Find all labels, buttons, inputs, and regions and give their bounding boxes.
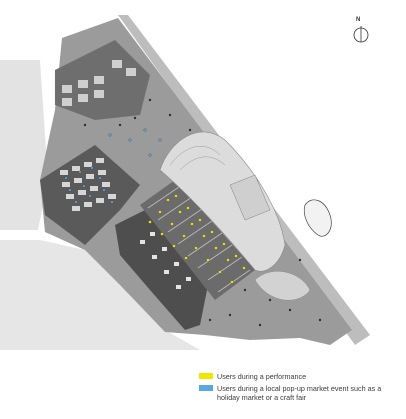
performance-users	[148, 194, 246, 284]
market-stalls	[60, 158, 116, 211]
skylights	[62, 60, 136, 106]
legend-item-market: Users during a local pop-up market event…	[199, 384, 399, 402]
amphitheatre-seating	[140, 180, 255, 300]
legend-swatch-market	[199, 385, 213, 391]
stepped-platform	[229, 174, 271, 221]
boat-icon	[303, 199, 332, 237]
walkway-loop	[254, 271, 311, 301]
legend: Users during a performance Users during …	[199, 372, 399, 405]
adjacent-building-left	[0, 60, 48, 230]
north-label: N	[356, 17, 361, 23]
south-building	[115, 205, 210, 330]
seating-rows	[147, 184, 251, 293]
legend-item-performance: Users during a performance	[199, 372, 399, 381]
legend-swatch-performance	[199, 373, 213, 379]
adjacent-building-bottom	[0, 240, 200, 350]
stage-contours	[169, 146, 226, 171]
pedestrians	[83, 98, 322, 327]
legend-label-market: Users during a local pop-up market event…	[217, 384, 382, 402]
performance-stage	[159, 131, 286, 272]
legend-label-performance: Users during a performance	[217, 372, 307, 381]
south-building-windows	[140, 232, 191, 289]
market-users	[64, 128, 162, 204]
compass-icon	[353, 26, 369, 43]
